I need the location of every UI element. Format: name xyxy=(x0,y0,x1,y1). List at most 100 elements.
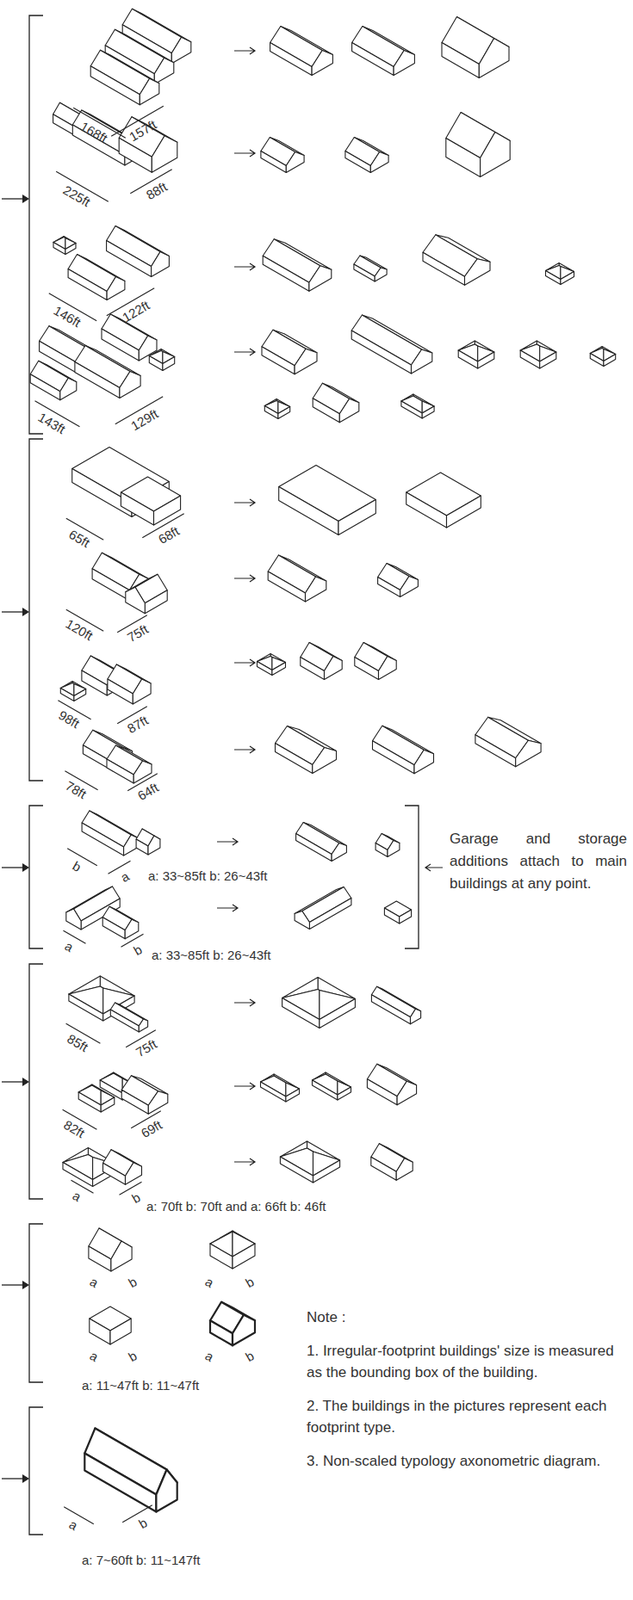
building-face xyxy=(319,999,356,1030)
building xyxy=(270,26,334,76)
building-face xyxy=(78,1092,101,1113)
building-face xyxy=(309,899,352,931)
building-face xyxy=(279,1157,313,1184)
callout-arrow xyxy=(425,864,443,872)
building xyxy=(60,682,86,702)
building-face xyxy=(422,252,466,286)
group-bracket xyxy=(29,1408,44,1536)
decompose-arrow xyxy=(234,1159,255,1167)
building-face xyxy=(384,908,399,925)
note-text: Note : xyxy=(306,1307,627,1329)
decompose-arrow xyxy=(234,263,255,271)
building xyxy=(378,564,419,598)
building xyxy=(102,906,139,940)
callout-text: Garage and storage additions attach to m… xyxy=(449,828,627,896)
building-face xyxy=(396,1159,413,1182)
building xyxy=(384,901,411,925)
building-face xyxy=(139,78,160,106)
dimension-label: b xyxy=(125,1348,140,1366)
building-face xyxy=(125,1163,143,1186)
building-face xyxy=(262,255,310,292)
group-arrowhead xyxy=(22,194,30,204)
group-bracket xyxy=(29,964,44,1200)
building xyxy=(352,26,416,76)
building-face xyxy=(148,1092,168,1116)
building-face xyxy=(285,152,305,174)
building-face xyxy=(345,151,371,174)
building-face xyxy=(480,132,511,178)
building-face xyxy=(339,398,360,423)
decompose-arrow xyxy=(234,659,255,667)
building-face xyxy=(260,1082,286,1103)
decompose-arrow xyxy=(234,149,255,157)
building-face xyxy=(371,1157,397,1181)
dimension-label: 87ft xyxy=(124,713,152,738)
building-face xyxy=(313,1160,341,1184)
dimension-label: a xyxy=(86,1274,101,1292)
building-face xyxy=(414,750,435,775)
building xyxy=(78,1085,115,1113)
building-face xyxy=(151,252,170,278)
building-face xyxy=(378,577,401,598)
building-face xyxy=(372,741,416,775)
building xyxy=(371,1144,413,1182)
building-face xyxy=(366,1079,398,1106)
building-face xyxy=(312,748,337,775)
callout-bracket xyxy=(404,806,419,950)
building-face xyxy=(103,1163,126,1186)
dimension-label: a xyxy=(62,938,76,956)
building xyxy=(125,574,168,615)
group-arrowhead xyxy=(22,608,30,617)
building xyxy=(74,346,141,399)
building-face xyxy=(210,1244,233,1270)
building-face xyxy=(406,492,447,528)
dimension-label: a xyxy=(117,868,132,887)
building-face xyxy=(324,657,343,681)
decompose-arrow xyxy=(234,999,255,1007)
dimension-label: b xyxy=(242,1274,257,1292)
building-face xyxy=(74,689,87,702)
decompose-arrow xyxy=(234,499,255,507)
building-face xyxy=(560,272,575,286)
notes-column: Note :1. Irregular-footprint buildings' … xyxy=(306,1307,627,1473)
building-face xyxy=(477,352,495,369)
building-face xyxy=(546,271,561,286)
building-face xyxy=(84,1454,156,1514)
building-face xyxy=(171,37,192,64)
building-face xyxy=(111,1241,132,1273)
building xyxy=(589,347,615,367)
building-face xyxy=(68,994,104,1022)
building-face xyxy=(65,243,76,255)
group-arrow xyxy=(1,611,24,613)
building-face xyxy=(352,43,395,76)
building xyxy=(53,236,76,255)
building-face xyxy=(370,152,389,174)
dimension-label: a xyxy=(66,1517,81,1535)
building xyxy=(84,1429,177,1514)
building xyxy=(446,112,510,178)
group-arrowhead xyxy=(22,1078,30,1087)
building xyxy=(89,1307,131,1346)
building xyxy=(353,255,387,282)
building xyxy=(30,360,77,401)
building-face xyxy=(260,151,286,174)
dimension-label: a xyxy=(202,1274,217,1292)
range-label: a: 11~47ft b: 11~47ft xyxy=(81,1377,306,1396)
building-face xyxy=(272,663,286,677)
building xyxy=(520,341,557,369)
decompose-arrow xyxy=(234,575,255,583)
dimension-label: 157ft xyxy=(126,117,160,145)
decompose-arrow xyxy=(234,746,255,754)
building-face xyxy=(132,679,151,705)
building-face xyxy=(312,398,340,423)
building xyxy=(441,17,509,79)
building xyxy=(210,1231,255,1270)
building xyxy=(148,349,174,372)
dimension-label: 69ft xyxy=(138,1117,166,1142)
building-face xyxy=(154,496,181,526)
building xyxy=(106,226,170,278)
decompose-arrow xyxy=(217,838,238,846)
building xyxy=(475,717,541,768)
building-face xyxy=(539,352,557,369)
group-bracket xyxy=(29,806,44,950)
